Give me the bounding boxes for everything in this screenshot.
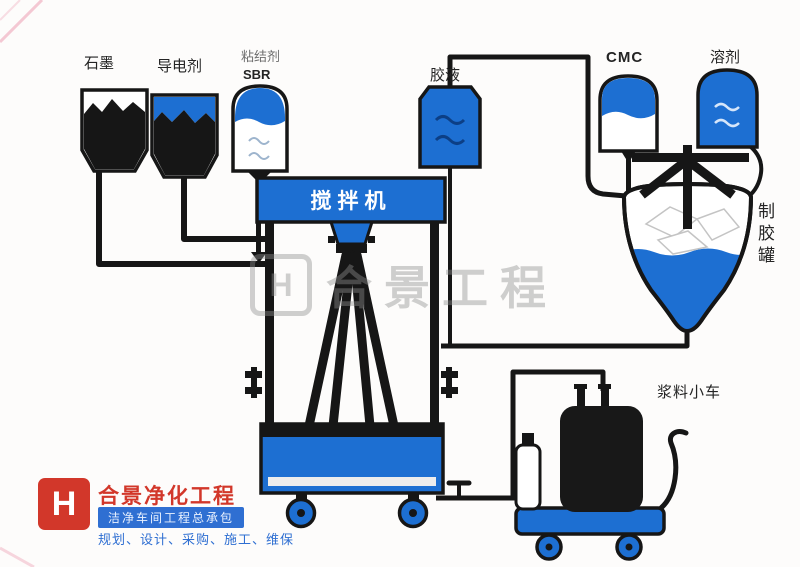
graphite-hopper xyxy=(80,88,149,173)
mixer-head-cone xyxy=(328,220,375,246)
glue-solution-tank xyxy=(418,85,482,169)
liquid-layer xyxy=(602,78,655,119)
solvent-outlet-pipe xyxy=(746,145,764,199)
binder-vessel xyxy=(231,84,289,180)
company-services: 规划、设计、采购、施工、维保 xyxy=(98,532,295,547)
clamp-post xyxy=(446,367,452,398)
liquid-layer xyxy=(154,97,215,123)
cart-handle xyxy=(658,429,689,511)
graphite-material xyxy=(84,99,145,169)
pipe-glue-overhead xyxy=(447,54,627,199)
agitator-leg xyxy=(639,156,690,199)
agitator-blade xyxy=(656,230,709,255)
wave-icon xyxy=(248,137,270,145)
wave-icon xyxy=(714,102,740,112)
company-tagline: 洁净车间工程总承包 xyxy=(98,507,245,528)
wave-icon xyxy=(434,135,466,145)
label-mixer: 搅拌机 xyxy=(310,190,392,213)
conductive-material xyxy=(154,110,215,175)
label-solvent: 溶剂 xyxy=(710,49,741,66)
streak xyxy=(0,0,44,44)
mixer-machine xyxy=(245,176,458,529)
company-name: 合景净化工程 xyxy=(98,485,236,508)
agitator-blade xyxy=(695,208,741,241)
label-glue-tank: 制胶罐 xyxy=(755,202,774,268)
label-graphite: 石墨 xyxy=(84,55,115,72)
head-bolt xyxy=(368,236,375,243)
slurry-tank xyxy=(560,406,643,512)
pipe-conductive-to-mixer xyxy=(181,177,267,242)
tank-outline xyxy=(418,85,482,169)
wave-icon xyxy=(248,152,270,160)
binder-feed-tube xyxy=(256,222,261,252)
side-clamp-left xyxy=(245,367,262,398)
corner-streaks xyxy=(0,0,44,567)
base-bottom-strip xyxy=(268,477,436,486)
pipe-cap xyxy=(598,384,611,389)
tank-inlet-pipe xyxy=(577,388,585,410)
feed-tube xyxy=(626,159,631,195)
glue-making-tank xyxy=(621,145,754,334)
mixer-caster-right xyxy=(397,492,429,529)
agitator-shaft xyxy=(683,145,692,229)
conductive-hopper xyxy=(150,93,219,179)
label-slurry-cart: 浆料小车 xyxy=(657,384,722,401)
head-bolt xyxy=(328,236,335,243)
liquid-layer xyxy=(235,88,285,126)
caster-hub xyxy=(297,509,305,517)
mixer-leg xyxy=(349,250,375,431)
caster-hub xyxy=(545,543,553,551)
label-binder-type: SBR xyxy=(243,67,271,82)
wave-icon xyxy=(434,115,466,125)
label-conductive-agent: 导电剂 xyxy=(157,58,203,75)
cmc-vessel xyxy=(598,74,659,195)
caster-fork xyxy=(296,492,307,503)
bottle xyxy=(514,443,542,511)
pipe-cap xyxy=(574,384,587,389)
binder-feed-nozzle xyxy=(251,252,267,263)
cart-caster-left xyxy=(535,533,563,561)
streak xyxy=(0,0,21,21)
tank-inlet-pipe xyxy=(601,388,609,410)
piping xyxy=(96,54,690,501)
side-clamp-right xyxy=(441,367,458,398)
streak xyxy=(0,546,35,567)
mixer-legs xyxy=(304,250,399,431)
caster-hub xyxy=(409,509,417,517)
pipe-graphite-to-mixer xyxy=(96,171,267,267)
company-logo: H xyxy=(38,478,90,530)
head-collar xyxy=(336,244,367,253)
pipe-gluetank-outlet xyxy=(441,331,690,349)
caster-fork xyxy=(408,492,419,503)
caster-hub xyxy=(625,543,633,551)
company-logo-letter: H xyxy=(51,484,77,523)
mixer-caster-left xyxy=(285,492,317,529)
label-glue-solution: 胶液 xyxy=(430,67,461,84)
base-top-band xyxy=(261,424,443,437)
pipe-transfer-loop xyxy=(510,369,606,498)
frame-column-left xyxy=(265,222,274,426)
clamp-post xyxy=(251,367,257,398)
frame-column-right xyxy=(430,222,439,426)
solvent-vessel xyxy=(696,68,764,199)
mixer-leg xyxy=(304,250,351,431)
vessel-funnel xyxy=(247,171,272,180)
mixer-leg xyxy=(352,250,399,431)
slurry-cart xyxy=(514,384,689,561)
agitator-leg xyxy=(684,156,736,199)
label-binder: 粘结剂 xyxy=(241,49,281,64)
label-cmc: CMC xyxy=(606,49,644,66)
mixer-leg xyxy=(328,250,356,431)
wave-icon xyxy=(714,118,740,128)
cart-caster-right xyxy=(615,533,643,561)
